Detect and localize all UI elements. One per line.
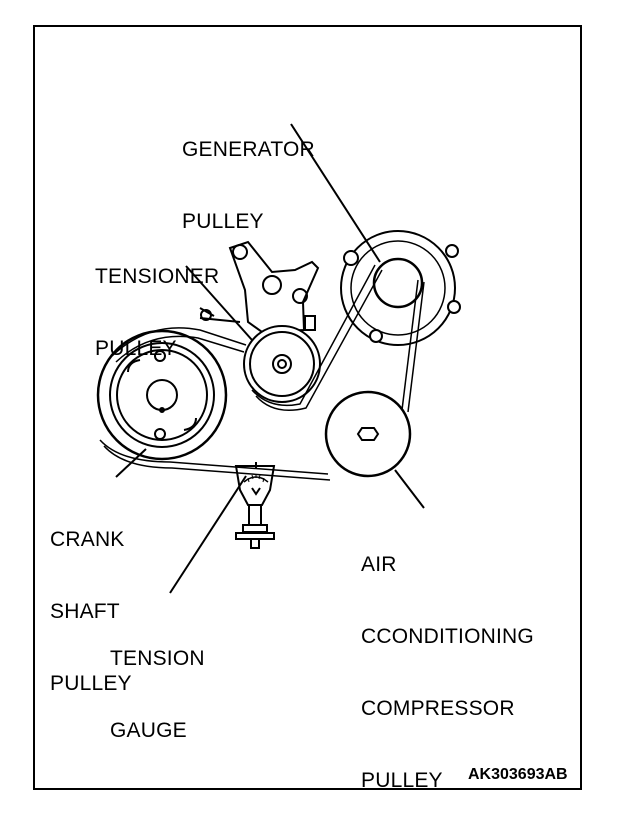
tensioner-pulley bbox=[243, 325, 321, 403]
crank-shaft-pulley-label: CRANK SHAFT PULLEY bbox=[50, 480, 132, 720]
generator-housing bbox=[340, 230, 461, 346]
figure-code: AK303693AB bbox=[468, 766, 568, 783]
label-line: PULLEY bbox=[182, 210, 264, 233]
label-line: PULLEY bbox=[95, 337, 177, 360]
label-line: PULLEY bbox=[361, 769, 443, 792]
tension-gauge-label: TENSION GAUGE bbox=[110, 599, 205, 767]
label-line: SHAFT bbox=[50, 600, 120, 623]
label-line: AIR bbox=[361, 553, 397, 576]
tension-gauge bbox=[234, 462, 276, 549]
tensioner-pulley-label: TENSIONER PULLEY bbox=[95, 217, 219, 385]
label-line: TENSIONER bbox=[95, 265, 220, 288]
ac-compressor-pulley bbox=[324, 390, 412, 478]
leader-lines bbox=[115, 123, 425, 594]
crank-shaft-pulley bbox=[96, 329, 228, 461]
drive-belt bbox=[99, 264, 425, 481]
label-line: COMPRESSOR bbox=[361, 697, 515, 720]
label-line: PULLEY bbox=[50, 672, 132, 695]
generator-pulley-label: GENERATOR PULLEY bbox=[182, 90, 315, 258]
label-line: GAUGE bbox=[110, 719, 187, 742]
label-line: CRANK bbox=[50, 528, 125, 551]
tensioner-bracket bbox=[199, 240, 320, 334]
label-line: CCONDITIONING bbox=[361, 625, 534, 648]
ac-compressor-pulley-label: AIR CCONDITIONING COMPRESSOR PULLEY bbox=[361, 505, 534, 817]
generator-pulley bbox=[372, 257, 424, 309]
label-line: TENSION bbox=[110, 647, 205, 670]
label-line: GENERATOR bbox=[182, 138, 315, 161]
